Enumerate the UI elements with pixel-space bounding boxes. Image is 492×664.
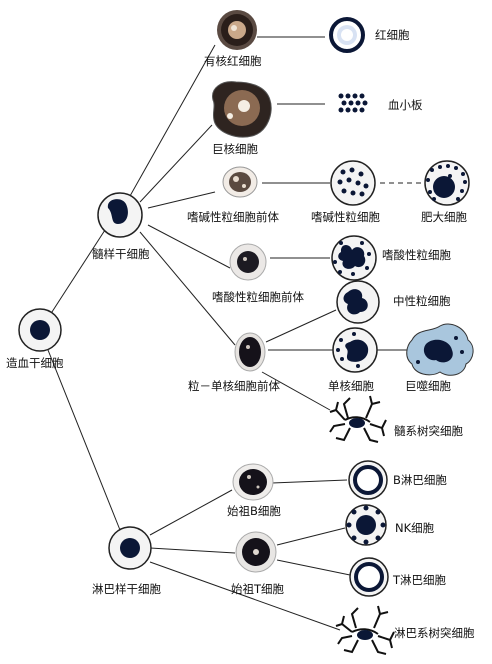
label-nucleated-rbc: 有核红细胞 bbox=[204, 54, 262, 68]
basophil-cell bbox=[330, 160, 376, 206]
monocyte-cell bbox=[332, 327, 378, 373]
b-cell bbox=[348, 460, 388, 500]
label-myeloid-stem-cell: 髓样干细胞 bbox=[92, 247, 150, 261]
gm-precursor-cell bbox=[234, 332, 266, 372]
hsc-cell bbox=[18, 308, 62, 352]
myeloid-stem-cell bbox=[97, 192, 143, 238]
pro-t-cell bbox=[235, 531, 277, 573]
label-macrophage: 巨噬细胞 bbox=[405, 379, 451, 393]
platelet-cluster bbox=[338, 93, 368, 113]
label-b-cell: B淋巴细胞 bbox=[393, 473, 447, 487]
label-neutrophil: 中性粒细胞 bbox=[393, 294, 451, 308]
lymphoid-dc-cell bbox=[335, 605, 395, 655]
t-cell bbox=[349, 557, 389, 597]
megakaryocyte-cell bbox=[212, 81, 272, 138]
label-megakaryocyte: 巨核细胞 bbox=[212, 142, 258, 156]
label-nk-cell: NK细胞 bbox=[395, 521, 435, 535]
label-eosinophil-precursor: 嗜酸性粒细胞前体 bbox=[212, 290, 304, 304]
macrophage-cell bbox=[406, 323, 474, 376]
label-platelet: 血小板 bbox=[388, 98, 423, 112]
label-myeloid-dc: 髓系树突细胞 bbox=[394, 424, 463, 438]
label-mast-cell: 肥大细胞 bbox=[421, 210, 467, 224]
nucleated-rbc-cell bbox=[217, 10, 257, 50]
label-pro-t: 始祖T细胞 bbox=[231, 582, 285, 596]
mast-cell bbox=[424, 160, 470, 206]
label-t-cell: T淋巴细胞 bbox=[393, 573, 447, 587]
label-eosinophil: 嗜酸性粒细胞 bbox=[382, 248, 451, 262]
label-hsc: 造血干细胞 bbox=[6, 356, 64, 370]
label-basophil: 嗜碱性粒细胞 bbox=[311, 210, 380, 224]
label-basophil-precursor: 嗜碱性粒细胞前体 bbox=[187, 210, 279, 224]
eosinophil-cell bbox=[331, 235, 377, 281]
label-lymphoid-stem-cell: 淋巴样干细胞 bbox=[92, 582, 161, 596]
pro-b-cell bbox=[232, 463, 274, 501]
eosinophil-precursor-cell bbox=[229, 243, 267, 281]
rbc-cell bbox=[329, 17, 365, 53]
label-pro-b: 始祖B细胞 bbox=[227, 504, 281, 518]
basophil-precursor-cell bbox=[222, 166, 258, 198]
label-monocyte: 单核细胞 bbox=[328, 379, 374, 393]
label-lymphoid-dc: 淋巴系树突细胞 bbox=[394, 626, 475, 640]
neutrophil-cell bbox=[336, 280, 380, 324]
lymphoid-stem-cell bbox=[108, 526, 152, 570]
nk-cell bbox=[345, 504, 387, 546]
myeloid-dc-cell bbox=[329, 395, 387, 443]
label-rbc: 红细胞 bbox=[375, 28, 410, 42]
label-gm-precursor: 粒－单核细胞前体 bbox=[188, 379, 280, 393]
lineage-connectors bbox=[47, 36, 425, 631]
